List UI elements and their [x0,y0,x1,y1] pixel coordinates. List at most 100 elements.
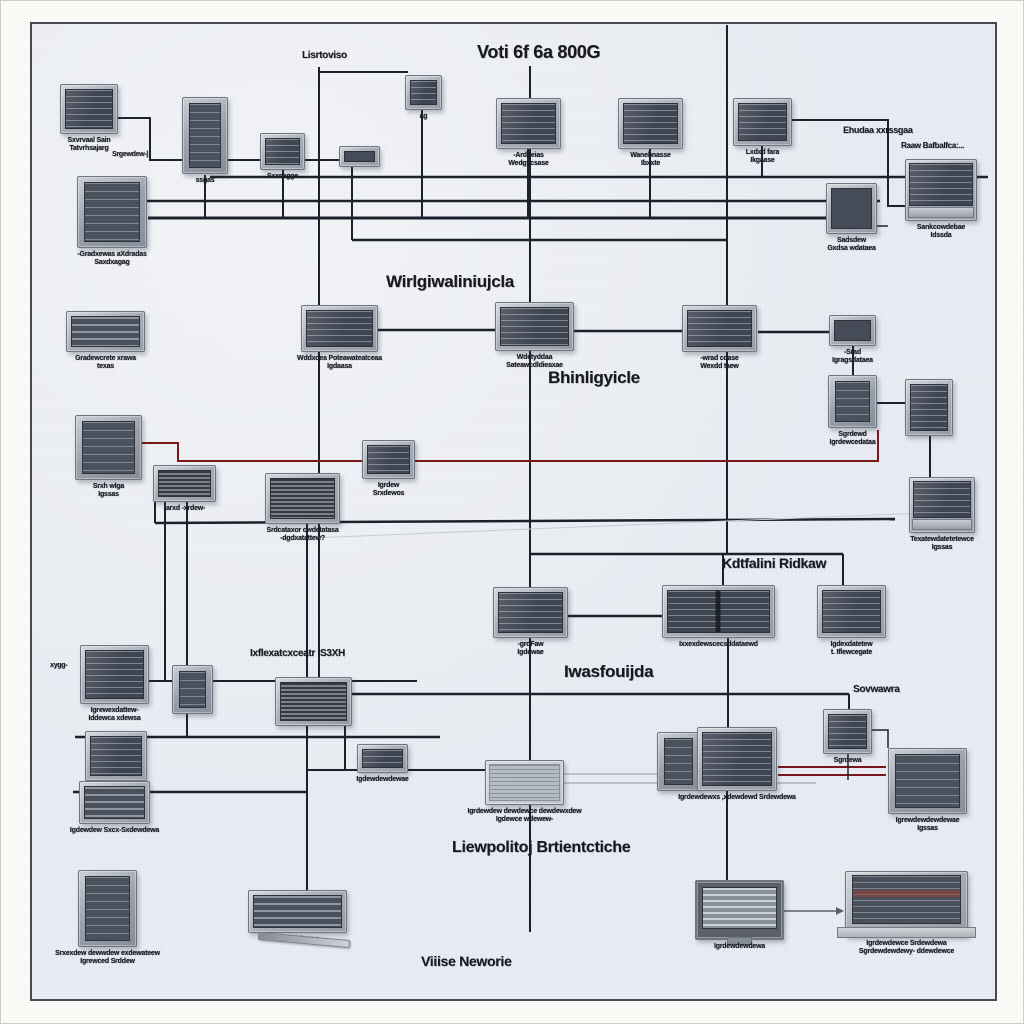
tower-left-large-icon [75,415,142,480]
box-top-right-label2: Gxdsa wdataea [827,245,876,253]
rack-bottom-left: Igdewdew Sxcx-Sxdewdewa [70,781,159,834]
box-top-right-icon [826,183,877,234]
monitor-mid-1-label2: Igdaasa [327,363,352,371]
hub-bottom-label2: Igdewce wdewew- [495,816,554,824]
label-ehudaa: Ehudaa xxrssgaa [843,125,913,135]
workstation-right-screen [913,481,971,518]
box-top-icon [339,146,380,167]
monitor-small-top-2-icon [405,75,442,110]
tower-cluster-icon [172,665,213,714]
monitor-row3-wide-icon [662,585,775,638]
monitor-top-left-icon [60,84,118,134]
box-top-right-label1: Sadsdew [837,237,866,244]
tower-right-icon [828,375,877,428]
monitor-cluster-left-labels: Igrewexdattew-Iddewca xdewsa [40,707,190,724]
switch-left-small: -arxd -xrdew- [153,465,216,512]
tower-cluster-screen [179,671,206,708]
monitor-row3-1-icon [493,587,568,638]
monitor-small-top-1-icon [260,133,305,170]
monitor-top-left-screen [65,89,113,129]
workstation-right-label1: Texatewdatetetewce [910,536,974,543]
tower-bottom-left-icon [78,870,137,947]
monitor-top-left-label1: Sxvrvaal Sain [67,137,111,144]
box-mid-right-icon [829,315,876,346]
monitor-mid-3-label1: -wrad cdase [700,355,739,362]
monitor-row3-2-label1: Igdexdatetew [830,641,873,648]
box-mid-right-screen [834,320,871,341]
switch-center-labels: Srdcataxor cwdetatasa-dgdxatattew? [228,527,378,544]
monitor-right-small-icon [905,379,953,436]
workstation-right-icon [909,477,975,533]
tower-right-label2: Igrdewcedataa [829,439,876,447]
monitor-mid-2-label2: Sateawcdldieaxae [506,362,563,370]
monitor-top-right-label1: Lxdxd fara [745,149,780,156]
server-tower-top-screen [189,103,221,168]
hub-bottom-screen [489,764,560,801]
server-tower-top-labels: ssgas [130,177,280,185]
tv-bottom-label1: Igrdewdewdewa [713,943,766,950]
monitor-top-center-2-label1: Wanebnasse [630,152,671,159]
monitor-top-center-1-label1: -Arddeias [513,152,544,159]
hub-bottom-icon [485,760,564,805]
laptop-bottom-label2: Sgrdewdewdewy- ddewdewce [858,948,955,956]
stylus [257,932,351,948]
tower-bottom-left-label2: Igrewced Srddew [80,958,135,966]
switch-cluster [275,677,352,726]
monitor-cluster-left-icon [80,645,149,704]
monitor-mid-small-label2: Srxdewos [372,490,405,498]
rack-bottom-left-screen [84,786,145,819]
monitor-mid-3-icon [682,305,757,352]
switch-center-label1: Srdcataxor cwdetatasa [266,527,339,534]
monitor-cluster-small: Igdewdewdewae [356,744,409,783]
box-top-screen [344,151,375,162]
box-top-right-screen [831,188,872,229]
title-voti: Voti 6f 6a 800G [477,42,601,62]
switch-center-label2: -dgdxatattew? [280,535,325,543]
monitor-small-top-2-screen [410,80,437,105]
title-bhinligyicle: Bhinligyicle [548,368,640,387]
rack-bottom-left-label1: Igdewdew Sxcx-Sxdewdewa [69,827,160,834]
monitor-top-center-2-screen [623,103,678,144]
monitor-mid-2-label1: Wdetyddaa [516,354,553,361]
monitor-top-right-icon [733,98,792,146]
tower-pair-bottom-icon [657,732,700,791]
tv-bottom-labels: Igrdewdewdewa [665,943,815,951]
monitor-row3-wide: Ixxexdewscecsddataewd [662,585,775,648]
box-top [339,146,380,167]
tv-bottom: Igrdewdewdewa [695,880,784,950]
monitor-pair-bottom: Igrdewdewxs ,xdewdewd Srdewdewa [678,727,796,801]
monitor-small-top-2-labels: ag [349,113,499,121]
switch-center: Srdcataxor cwdetatasa-dgdxatattew? [265,473,340,542]
tower-pair-bottom [657,732,700,791]
monitor-small-top-1-labels: Sxxsagge [208,173,358,181]
monitor-mid-2-icon [495,302,574,351]
monitor-small-top-1-screen [265,138,300,165]
rack-bottom-left-icon [79,781,150,824]
box-mid-right-label1: -Srad [844,349,861,356]
monitor-sovwawra: Sgrdewa [823,709,872,764]
monitor-cluster-small-labels: Igdewdewdewae [308,776,458,784]
label-raaw: Raaw Bafbalfca:... [901,141,965,150]
tower-left-2-icon [77,176,147,248]
monitor-mid-2-screen [500,307,569,346]
rack-left-label2: texas [97,363,114,371]
tv-bottom-screen [702,887,777,929]
label-xygg: xygg- [50,662,68,669]
monitor-row3-1-label1: -grdFaw [517,641,544,648]
